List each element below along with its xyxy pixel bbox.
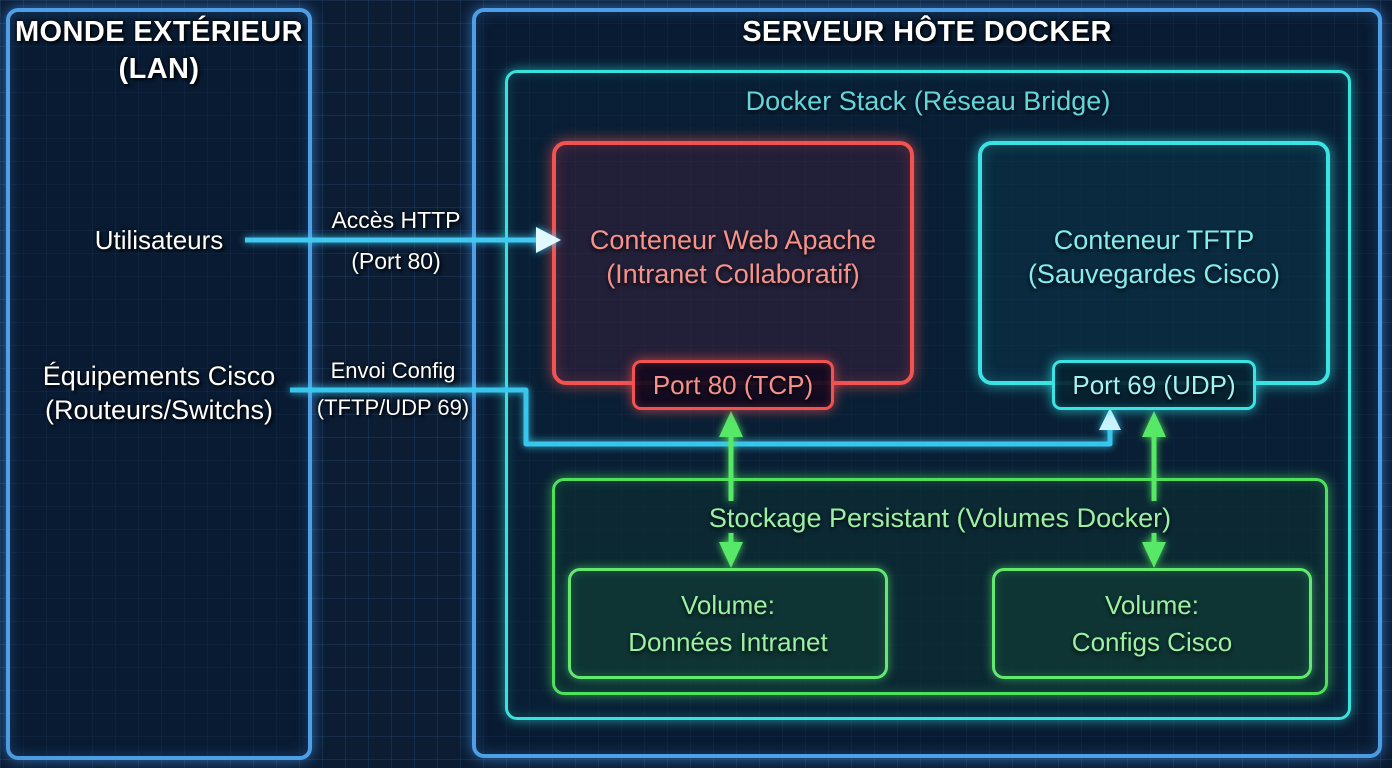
- lan-panel: [6, 8, 312, 760]
- storage-box: [552, 478, 1328, 695]
- apache-name-line1: Conteneur Web Apache: [589, 225, 877, 255]
- tftp-name-line2: (Sauvegardes Cisco): [1027, 259, 1281, 289]
- port-80-badge: Port 80 (TCP): [632, 360, 834, 410]
- lan-title-line2: (LAN): [118, 53, 200, 85]
- port-69-badge: Port 69 (UDP): [1052, 360, 1256, 410]
- volume-intranet-line1: Volume:: [681, 590, 775, 620]
- config-flow-label-line1: Envoi Config: [330, 358, 456, 383]
- apache-name-line2: (Intranet Collaboratif): [606, 259, 860, 289]
- tftp-name-line1: Conteneur TFTP: [1053, 225, 1255, 255]
- volume-intranet-box: [568, 568, 888, 679]
- lan-title-line1: MONDE EXTÉRIEUR: [15, 16, 303, 48]
- port-69-label: Port 69 (UDP): [1072, 369, 1236, 400]
- tftp-container-box: [978, 141, 1330, 385]
- http-flow-label-line2: (Port 80): [351, 248, 441, 274]
- cisco-label-line1: Équipements Cisco: [42, 361, 276, 391]
- volume-cisco-box: [992, 568, 1312, 679]
- stack-title: Docker Stack (Réseau Bridge): [745, 86, 1111, 116]
- users-label: Utilisateurs: [94, 225, 224, 255]
- port-80-label: Port 80 (TCP): [652, 369, 814, 400]
- volume-cisco-line2: Configs Cisco: [1071, 627, 1233, 657]
- config-flow-label-line2: (TFTP/UDP 69): [316, 395, 470, 420]
- volume-cisco-line1: Volume:: [1105, 590, 1199, 620]
- volume-intranet-line2: Données Intranet: [628, 627, 828, 657]
- http-flow-label-line1: Accès HTTP: [331, 207, 461, 233]
- host-title: SERVEUR HÔTE DOCKER: [742, 16, 1112, 48]
- cisco-label-line2: (Routeurs/Switchs): [44, 395, 274, 425]
- apache-container-box: [552, 141, 914, 385]
- storage-title: Stockage Persistant (Volumes Docker): [708, 503, 1172, 533]
